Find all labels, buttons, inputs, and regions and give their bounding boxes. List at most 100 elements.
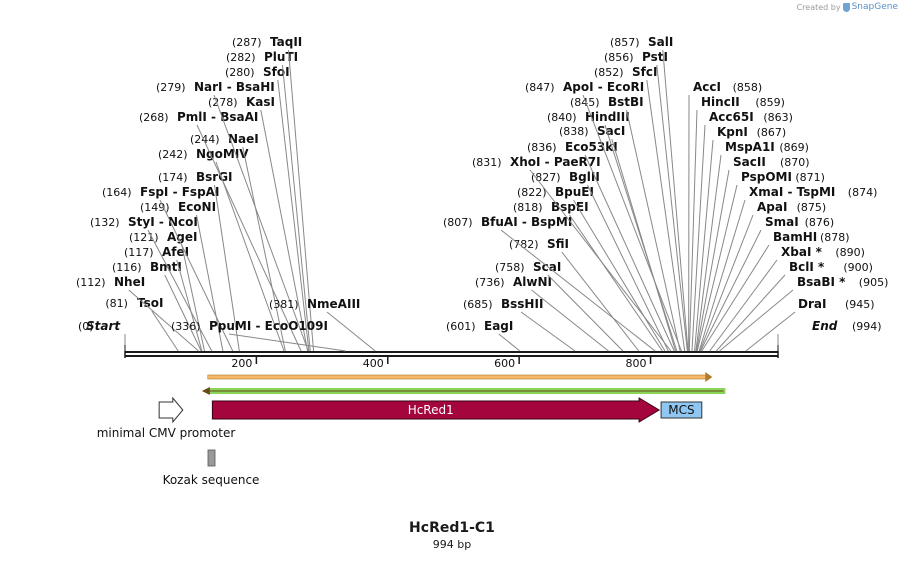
site-leader-line (196, 124, 302, 352)
site-label: PstI (642, 50, 668, 64)
ruler-tick-label: 600 (494, 357, 515, 370)
site-label: BamHI (773, 230, 817, 244)
ruler-tick-label: 800 (626, 357, 647, 370)
site-position: (282) (226, 51, 256, 64)
snapgene-watermark: Created by SnapGene (797, 2, 898, 12)
site-label: KpnI (717, 125, 748, 139)
site-label: NheI (114, 275, 145, 289)
site-label: XbaI * (781, 245, 823, 259)
site-start-label: Start (86, 319, 121, 333)
site-leader-line (646, 79, 686, 352)
mcs-feature-box (660, 401, 703, 419)
kozak-feature-box (207, 449, 216, 467)
site-label: BsaBI * (797, 275, 846, 289)
site-leader-line (587, 184, 669, 352)
site-label: SacII (733, 155, 766, 169)
site-position: (782) (509, 238, 539, 251)
site-label: HindIII (585, 110, 630, 124)
kozak-label: Kozak sequence (163, 473, 260, 487)
ruler-tick-label: 200 (231, 357, 252, 370)
site-position: (871) (795, 171, 825, 184)
site-position: (280) (225, 66, 255, 79)
site-leader-line (715, 274, 786, 352)
site-label: DraI (798, 297, 826, 311)
site-label: PpuMI - EcoO109I (209, 319, 328, 333)
site-leader-line (719, 289, 794, 352)
site-label: ApaI (757, 200, 787, 214)
site-leader-line (498, 333, 521, 352)
site-position: (242) (158, 148, 188, 161)
site-label: EagI (484, 319, 513, 333)
site-position: (81) (105, 297, 128, 310)
site-label: Eco53kI (565, 140, 618, 154)
orf-forward-arrowhead (705, 372, 713, 382)
hcred1-feature-arrow (211, 397, 661, 423)
site-position: (818) (513, 201, 543, 214)
site-leader-line (213, 94, 309, 352)
site-label: BstBI (608, 95, 644, 109)
site-leader-line (688, 109, 698, 352)
site-position: (945) (845, 298, 875, 311)
site-label: SfcI (632, 65, 657, 79)
site-leader-line (695, 154, 722, 352)
orf-forward-bar (207, 374, 707, 380)
site-position: (874) (848, 186, 878, 199)
site-label: FspI - FspAI (140, 185, 219, 199)
site-leader-line (745, 311, 796, 352)
site-position: (164) (102, 186, 132, 199)
site-position: (278) (208, 96, 238, 109)
site-label: ApoI - EcoRI (563, 80, 644, 94)
orf-reverse-arrowhead (201, 387, 210, 395)
site-position: (112) (76, 276, 106, 289)
cmv-promoter-label: minimal CMV promoter (97, 426, 236, 440)
site-label: EcoNI (178, 200, 216, 214)
watermark-prefix: Created by (796, 2, 841, 12)
site-label: NarI - BsaHI (194, 80, 275, 94)
site-label: PmlI - BsaAI (177, 110, 258, 124)
site-leader-line (326, 311, 376, 352)
site-label: BsrGI (196, 170, 233, 184)
site-label: BspEI (551, 200, 589, 214)
site-leader-line (196, 214, 224, 352)
site-label: SfoI (263, 65, 290, 79)
site-leader-line (694, 139, 714, 352)
site-position: (838) (559, 125, 589, 138)
site-position: (890) (835, 246, 865, 259)
site-leader-line (699, 214, 754, 352)
site-leader-line (282, 64, 311, 352)
site-position: (268) (139, 111, 169, 124)
site-label: BclI * (789, 260, 825, 274)
site-label: StyI - NcoI (128, 215, 198, 229)
site-label: BpuEI (555, 185, 594, 199)
site-position: (836) (527, 141, 557, 154)
site-leader-line (242, 146, 286, 352)
site-leader-line (561, 251, 640, 352)
site-leader-line (696, 169, 730, 352)
site-label: BglII (569, 170, 600, 184)
site-position: (336) (171, 320, 201, 333)
site-label: NmeAIII (307, 297, 360, 311)
site-leader-line (582, 94, 682, 352)
site-end-position: (994) (852, 320, 882, 333)
site-label: BfuAI - BspMI (481, 215, 572, 229)
site-position: (117) (124, 246, 154, 259)
site-leader-line (656, 64, 688, 352)
site-leader-line (228, 333, 346, 352)
site-position: (381) (269, 298, 299, 311)
site-leader-line (164, 274, 202, 352)
site-position: (869) (779, 141, 809, 154)
site-position: (121) (129, 231, 159, 244)
site-label: AccI (693, 80, 721, 94)
site-position: (174) (158, 171, 188, 184)
site-leader-line (128, 289, 199, 352)
site-leader-line (531, 289, 609, 352)
site-leader-line (604, 124, 678, 352)
site-position: (601) (446, 320, 476, 333)
site-leader-line (696, 184, 738, 352)
site-label: MspA1I (725, 140, 775, 154)
site-leader-line (520, 311, 576, 352)
site-leader-line (260, 109, 309, 352)
plasmid-size: 994 bp (432, 538, 472, 551)
site-label: BssHII (501, 297, 543, 311)
